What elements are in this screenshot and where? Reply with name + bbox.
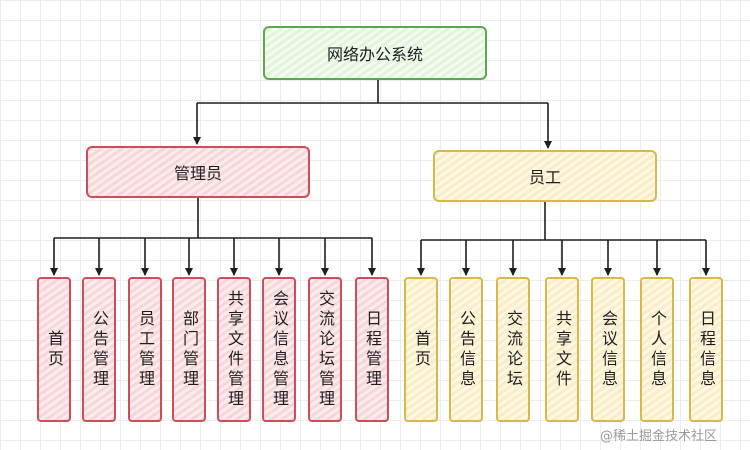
staff-leaf-label: 日程信息 <box>697 309 716 390</box>
admin-leaf-schedule: 日程管理 <box>355 277 389 422</box>
staff-leaf-label: 交流论坛 <box>504 309 523 390</box>
admin-leaf-label: 日程管理 <box>363 309 382 390</box>
admin-leaf-label: 交流论坛管理 <box>316 289 335 410</box>
admin-leaf-shared-files: 共享文件管理 <box>217 277 251 422</box>
staff-leaf-label: 公告信息 <box>457 309 476 390</box>
root-node-label: 网络办公系统 <box>326 45 423 64</box>
admin-leaf-label: 会议信息管理 <box>270 289 289 410</box>
root-node: 网络办公系统 <box>263 26 487 80</box>
admin-leaf-home: 首页 <box>37 277 71 422</box>
staff-leaf-label: 共享文件 <box>553 309 572 390</box>
admin-leaf-employee: 员工管理 <box>128 277 162 422</box>
admin-leaf-notice: 公告管理 <box>82 277 116 422</box>
staff-leaf-forum: 交流论坛 <box>496 277 530 422</box>
admin-leaf-label: 员工管理 <box>136 309 155 390</box>
admin-leaf-label: 共享文件管理 <box>225 289 244 410</box>
staff-leaf-shared-files: 共享文件 <box>545 277 579 422</box>
admin-leaf-label: 部门管理 <box>180 309 199 390</box>
admin-leaf-label: 公告管理 <box>90 309 109 390</box>
admin-leaf-department: 部门管理 <box>172 277 206 422</box>
admin-node: 管理员 <box>86 146 310 198</box>
staff-leaf-schedule: 日程信息 <box>689 277 723 422</box>
staff-node: 员工 <box>433 150 657 202</box>
admin-leaf-forum: 交流论坛管理 <box>308 277 342 422</box>
staff-leaf-home: 首页 <box>404 277 438 422</box>
admin-leaf-meetings: 会议信息管理 <box>262 277 296 422</box>
staff-leaf-label: 会议信息 <box>599 309 618 390</box>
admin-leaf-label: 首页 <box>45 329 64 370</box>
staff-leaf-personal: 个人信息 <box>640 277 674 422</box>
staff-leaf-notice: 公告信息 <box>449 277 483 422</box>
staff-node-label: 员工 <box>528 168 561 187</box>
staff-leaf-meetings: 会议信息 <box>591 277 625 422</box>
admin-node-label: 管理员 <box>173 164 222 183</box>
staff-leaf-label: 个人信息 <box>648 309 667 390</box>
watermark-text: @稀土掘金技术社区 <box>600 429 718 444</box>
staff-leaf-label: 首页 <box>412 329 431 370</box>
